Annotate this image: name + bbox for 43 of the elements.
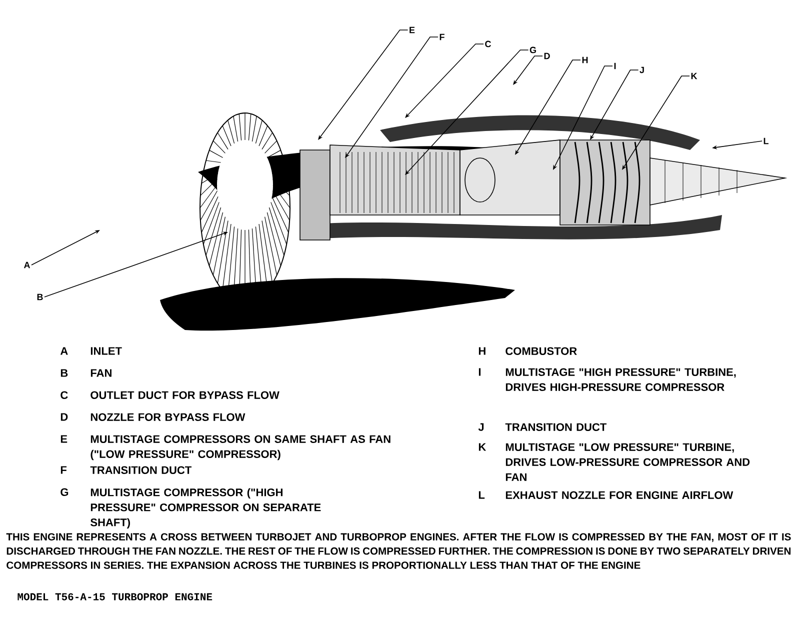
leader-line <box>405 50 529 175</box>
legend-description: MULTISTAGE COMPRESSORS ON SAME SHAFT AS FAN ("LOW PRESSURE" COMPRESSOR) <box>90 435 390 460</box>
callout-letter: H <box>582 56 588 64</box>
callout-letter: D <box>544 52 550 60</box>
legend-description: MULTISTAGE COMPRESSOR ("HIGH PRESSURE" COMPRESSOR ON SEPARATE SHAFT) <box>90 488 321 528</box>
legend-letter: K <box>478 443 486 451</box>
legend-description: COMBUSTOR <box>506 347 577 355</box>
leader-line <box>513 56 543 85</box>
callout-letter: B <box>37 294 43 300</box>
legend-description: FAN <box>90 369 112 377</box>
legend-letter: H <box>478 347 486 355</box>
legend-letter: I <box>478 368 481 376</box>
callout-letter: C <box>485 40 492 48</box>
leader-line <box>345 36 438 158</box>
leader-line <box>318 30 408 140</box>
callout-letter: G <box>530 46 536 54</box>
callout-letter: K <box>691 72 698 80</box>
legend-letter: C <box>60 391 68 399</box>
legend-description: EXHAUST NOZZLE FOR ENGINE AIRFLOW <box>506 491 734 499</box>
callout-letter: E <box>410 26 415 34</box>
leader-line <box>405 44 484 118</box>
caption: MODEL T56-A-15 TURBOPROP ENGINE <box>18 593 212 600</box>
legend-description: MULTISTAGE "LOW PRESSURE" TURBINE, DRIVES LOW-PRESSURE COMPRESSOR AND FAN <box>506 443 750 481</box>
legend-letter: E <box>60 435 68 443</box>
legend-description: OUTLET DUCT FOR BYPASS FLOW <box>90 391 280 399</box>
callout-letter: L <box>764 138 768 144</box>
callout-letter: F <box>440 34 444 40</box>
legend-description: INLET <box>90 347 122 355</box>
callout-letter: A <box>24 262 30 268</box>
legend-letter: F <box>60 466 67 474</box>
legend-letter: L <box>478 491 485 499</box>
legend-description: MULTISTAGE "HIGH PRESSURE" TURBINE, DRIVES HIGH-PRESSURE COMPRESSOR <box>506 368 736 391</box>
legend-description: TRANSITION DUCT <box>505 423 607 431</box>
legend-description: TRANSITION DUCT <box>90 466 192 474</box>
legend-letter: G <box>60 488 68 496</box>
callout-letter: J <box>640 66 644 74</box>
legend-letter: D <box>60 413 68 421</box>
callout-letter: I <box>614 62 616 70</box>
legend-letter: A <box>60 347 68 355</box>
description-paragraph: THIS ENGINE REPRESENTS A CROSS BETWEEN TURBOJET AND TURBOPROP ENGINES. AFTER THE FLOW IS COMPRESSED BY THE FAN, MOST OF IT IS DISCHARGED THROUGH THE FAN NOZZLE. THE REST OF THE FLOW IS COMPRESSED FURTHER. THE COMPRESSION IS DONE BY TWO SEPARATELY DRIVEN COMPRESSORS IN SERIES. THE EXPANSION ACROSS THE TURBINES IS PROPORTIONALLY LESS THAN THAT OF THE ENGINE <box>6 533 791 569</box>
legend-description: NOZZLE FOR BYPASS FLOW <box>90 413 246 421</box>
legend-letter: B <box>60 369 68 377</box>
legend-letter: J <box>478 423 484 431</box>
